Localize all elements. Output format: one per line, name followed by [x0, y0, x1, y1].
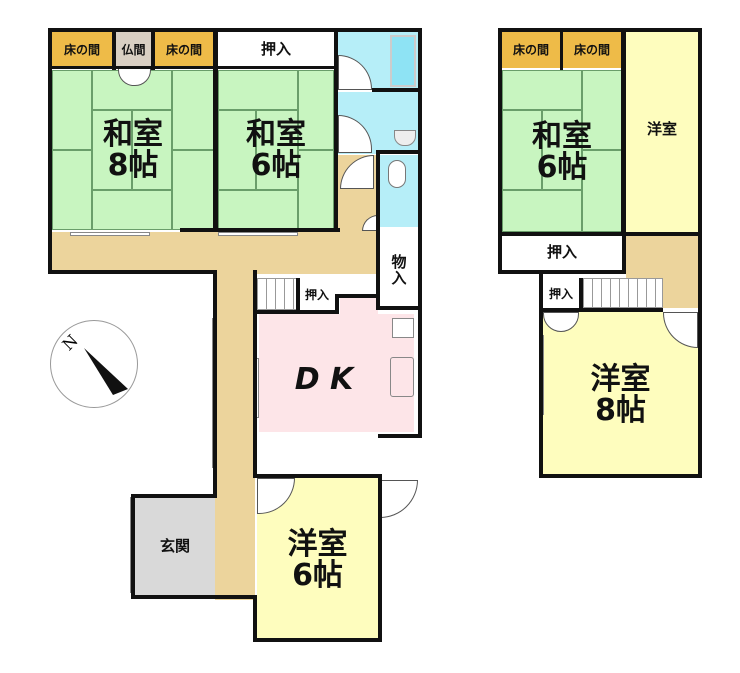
tokonoma-4-label: 床の間 — [573, 42, 610, 57]
yoshitsu-floor2-label: 洋室 — [646, 120, 677, 139]
stairs-floor1[interactable] — [257, 278, 297, 310]
butsuma — [116, 32, 151, 68]
dk-label: D K — [294, 362, 354, 398]
hallway-vertical — [215, 270, 255, 600]
washitsu-8-label: 和室 8帖 — [103, 116, 163, 183]
tokonoma-3-label: 床の間 — [512, 42, 549, 57]
tokonoma-3 — [502, 32, 560, 68]
tokonoma-2 — [155, 32, 213, 68]
butsuma-label: 仏間 — [121, 42, 146, 57]
oshiire-floor2-small: 押入 — [543, 278, 579, 310]
washitsu-6-floor2-label: 和室 6帖 — [532, 118, 592, 185]
oshiire-floor2-big: 押入 — [502, 236, 622, 270]
yoshitsu-6-label: 洋室 6帖 — [287, 526, 348, 593]
dk-notch — [340, 298, 378, 316]
oshiire-top: 押入 — [218, 32, 334, 68]
window — [218, 232, 298, 236]
stairs-floor2[interactable] — [583, 278, 663, 308]
genkan-label: 玄関 — [159, 537, 190, 556]
yoshitsu-8-label: 洋室 8帖 — [590, 361, 651, 428]
genkan — [135, 497, 215, 597]
tokonoma-1-label: 床の間 — [63, 42, 100, 57]
washitsu-8-room — [52, 70, 214, 230]
stove-icon — [392, 318, 414, 338]
window — [70, 232, 150, 236]
dk-room — [259, 314, 414, 432]
monoire: 物 入 — [380, 232, 418, 310]
washitsu-6-room — [218, 70, 334, 230]
compass: N — [50, 320, 138, 408]
compass-arrow-icon — [84, 348, 128, 395]
hallway-horizontal — [52, 232, 377, 274]
washbasin-icon — [394, 130, 416, 146]
washitsu-6-label: 和室 6帖 — [246, 116, 306, 183]
sink-icon — [390, 357, 414, 397]
bathtub-icon — [390, 35, 416, 87]
dk-closet — [380, 438, 418, 480]
toilet-icon — [388, 160, 406, 188]
yoshitsu-floor2-room — [626, 32, 698, 232]
yoshitsu-8-room — [543, 312, 698, 474]
tokonoma-1 — [52, 32, 112, 68]
tokonoma-4 — [563, 32, 621, 68]
oshiire-small: 押入 — [299, 280, 335, 310]
closet-door[interactable] — [380, 480, 418, 518]
tokonoma-2-label: 床の間 — [165, 42, 202, 57]
